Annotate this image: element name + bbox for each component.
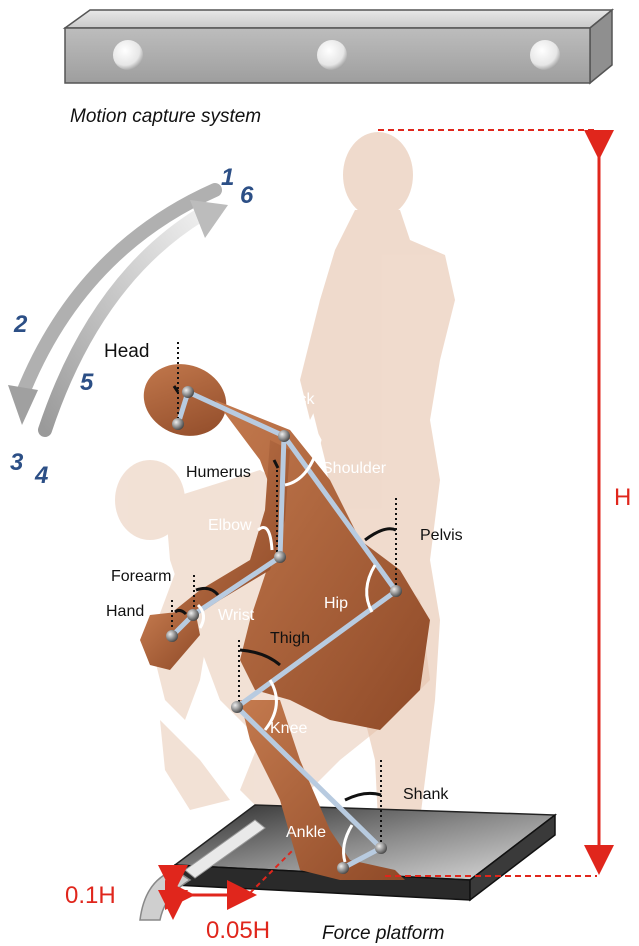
- label-neck: Neck: [278, 391, 315, 408]
- joint-shoulder: [278, 430, 290, 442]
- motion-capture-bar: [65, 10, 612, 83]
- force-platform-label: Force platform: [322, 923, 444, 944]
- height-label: H: [614, 484, 631, 511]
- joint-ankle: [375, 842, 387, 854]
- sequence-number-1: 1: [221, 164, 234, 191]
- label-elbow: Elbow: [208, 517, 252, 534]
- marker-camera-center: [317, 40, 347, 70]
- joint-hip: [390, 585, 402, 597]
- joint-knee: [231, 701, 243, 713]
- label-knee: Knee: [270, 720, 307, 737]
- joint-head-top: [182, 386, 194, 398]
- label-pelvis: Pelvis: [420, 527, 463, 544]
- motion-capture-label: Motion capture system: [70, 106, 261, 127]
- label-hip: Hip: [324, 595, 348, 612]
- label-thigh: Thigh: [270, 630, 310, 647]
- joint-elbow: [274, 551, 286, 563]
- marker-camera-left: [113, 40, 143, 70]
- sequence-number-4: 4: [34, 462, 48, 489]
- offset-vertical-label: 0.1H: [65, 882, 116, 909]
- joint-wrist: [187, 609, 199, 621]
- sequence-number-6: 6: [240, 182, 254, 209]
- sequence-number-5: 5: [80, 369, 94, 396]
- label-forearm: Forearm: [111, 568, 171, 585]
- joint-head-base: [172, 418, 184, 430]
- sequence-number-3: 3: [10, 449, 24, 476]
- label-shoulder: Shoulder: [322, 460, 387, 477]
- offset-horizontal-label: 0.05H: [206, 917, 270, 944]
- label-wrist: Wrist: [218, 607, 255, 624]
- label-shank: Shank: [403, 786, 449, 803]
- label-humerus: Humerus: [186, 464, 251, 481]
- marker-camera-right: [530, 40, 560, 70]
- label-hand: Hand: [106, 603, 144, 620]
- joint-toe: [337, 862, 349, 874]
- sequence-number-2: 2: [13, 311, 28, 338]
- label-ankle: Ankle: [286, 824, 326, 841]
- label-head: Head: [104, 341, 149, 362]
- joint-hand: [166, 630, 178, 642]
